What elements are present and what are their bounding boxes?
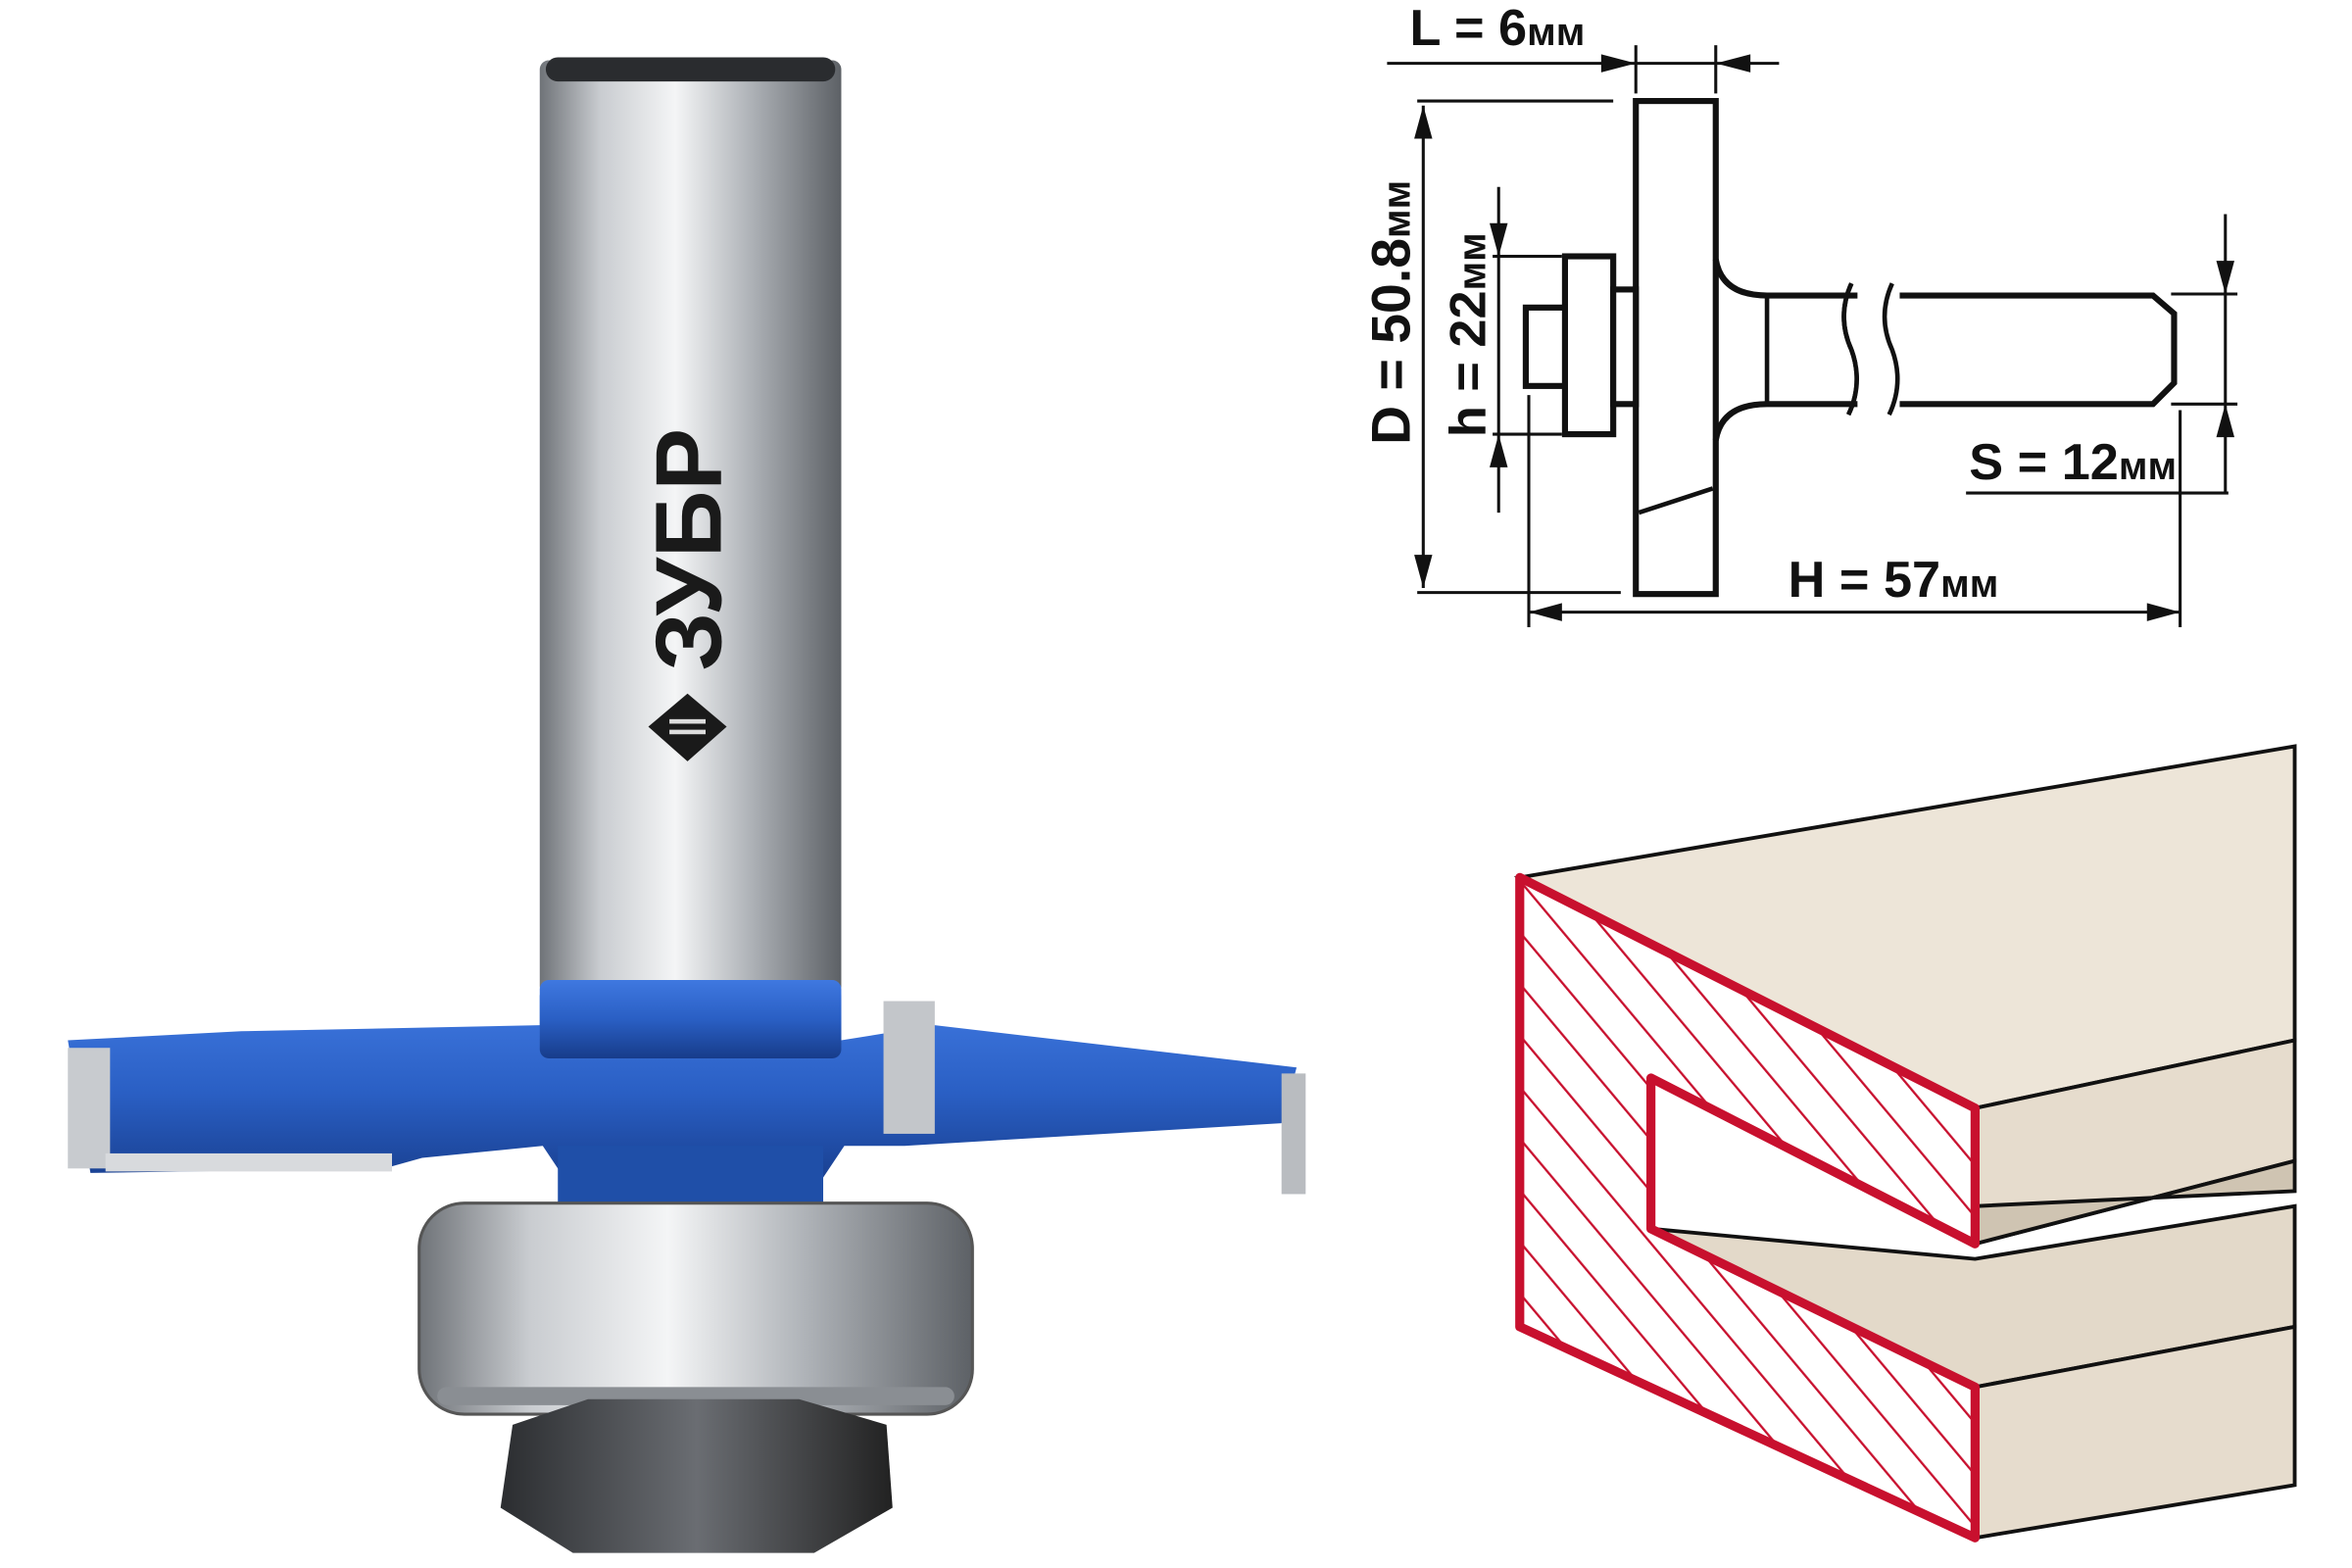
blue-collar xyxy=(539,980,842,1058)
dimension-labels: L = 6мм D = 50.8мм h = 22мм S = 12мм H =… xyxy=(1360,0,2177,609)
carbide-tooth-left xyxy=(68,1048,111,1169)
bearing xyxy=(417,1201,974,1416)
shank xyxy=(539,60,842,996)
brand-logo-text: ЗУБР xyxy=(637,428,741,671)
nut xyxy=(500,1398,893,1553)
disc-profile xyxy=(1633,98,1719,598)
brand-logo: ЗУБР xyxy=(637,428,741,761)
brand-emblem-icon xyxy=(648,693,727,761)
dimension-lines xyxy=(1387,45,2238,627)
label-L: L = 6мм xyxy=(1409,0,1585,57)
label-S: S = 12мм xyxy=(1969,434,2177,491)
nut-profile xyxy=(1522,304,1568,389)
shank-profile xyxy=(1712,258,2178,441)
carbide-tooth-right xyxy=(1281,1073,1306,1195)
dimension-diagram xyxy=(1387,45,2238,627)
label-H: H = 57мм xyxy=(1788,552,1999,609)
cross-section-hatched xyxy=(1515,872,1980,1543)
router-bit-illustration: ЗУБР xyxy=(68,57,1306,1553)
slotted-board-illustration xyxy=(1513,744,2297,1543)
bearing-profile xyxy=(1561,253,1617,438)
label-D: D = 50.8мм xyxy=(1360,180,1421,445)
carbide-tooth-back xyxy=(883,1001,935,1134)
shank-end xyxy=(545,57,836,82)
cutter-disc xyxy=(68,995,1298,1192)
carbide-tooth-left-edge xyxy=(105,1152,392,1172)
label-h: h = 22мм xyxy=(1440,232,1496,437)
dimension-arrows xyxy=(1414,54,2234,621)
washer-profile xyxy=(1610,286,1640,408)
